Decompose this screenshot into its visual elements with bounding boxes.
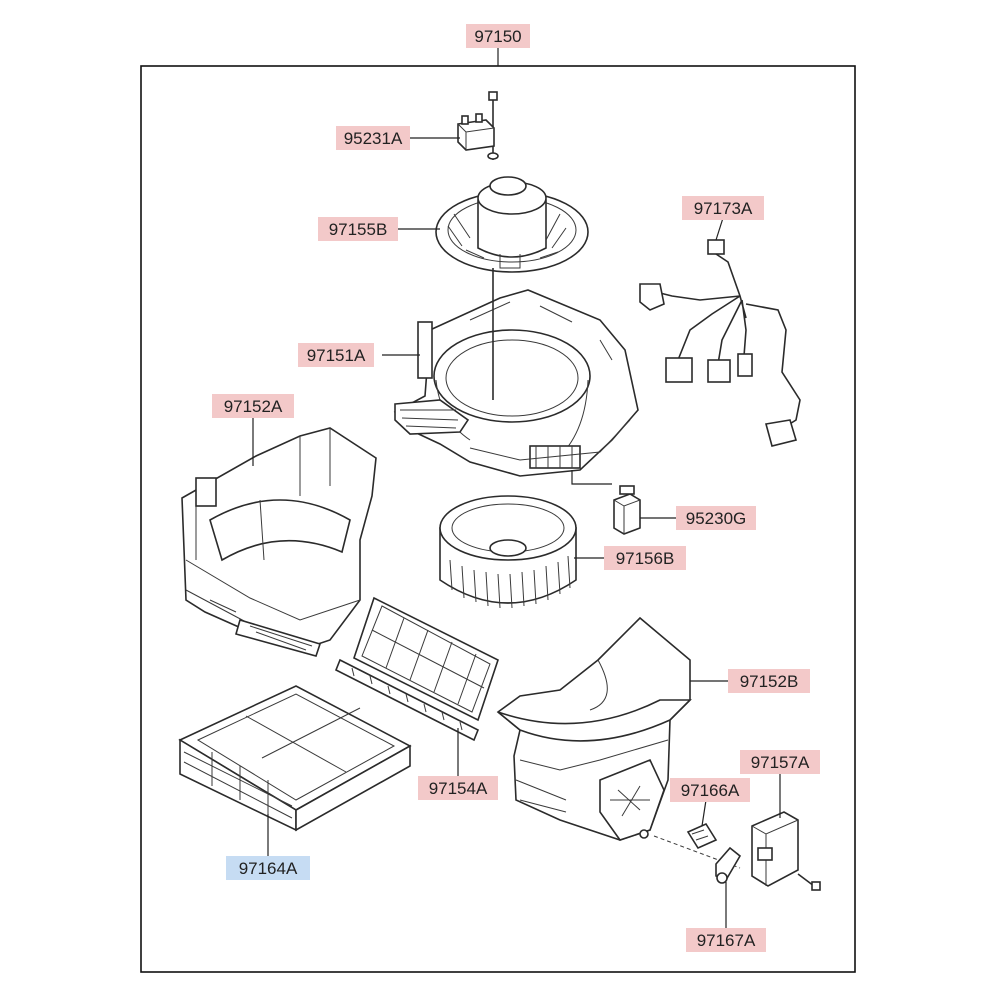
label-97166A[interactable]: 97166A	[670, 778, 750, 802]
label-97157A[interactable]: 97157A	[740, 750, 820, 774]
resistor-95231A-drawing	[457, 91, 499, 160]
label-97164A-text: 97164A	[239, 859, 298, 878]
label-97152A[interactable]: 97152A	[212, 394, 294, 418]
lever-97167A-drawing	[715, 846, 742, 884]
intake-housing-97152A-drawing	[181, 427, 377, 657]
label-97167A[interactable]: 97167A	[686, 928, 766, 952]
label-97156B[interactable]: 97156B	[604, 546, 686, 570]
label-95230G-text: 95230G	[686, 509, 747, 528]
label-97167A-text: 97167A	[697, 931, 756, 950]
wiring-harness-97173A-drawing	[639, 239, 801, 447]
fan-97156B-drawing	[439, 495, 577, 609]
label-97151A-text: 97151A	[307, 346, 366, 365]
label-97173A[interactable]: 97173A	[682, 196, 764, 220]
label-95231A[interactable]: 95231A	[336, 126, 410, 150]
relay-95230G-drawing	[571, 470, 641, 535]
actuator-97157A-drawing	[751, 811, 821, 891]
label-97166A-text: 97166A	[681, 781, 740, 800]
label-97155B[interactable]: 97155B	[318, 217, 398, 241]
label-97154A-text: 97154A	[429, 779, 488, 798]
blower-motor-97155B-drawing	[435, 176, 589, 273]
label-97150-text: 97150	[474, 27, 521, 46]
label-97152B[interactable]: 97152B	[728, 669, 810, 693]
actuator-link-97166A-drawing	[653, 822, 741, 869]
label-97157A-text: 97157A	[751, 753, 810, 772]
label-97156B-text: 97156B	[616, 549, 675, 568]
label-95231A-text: 95231A	[344, 129, 403, 148]
label-97152B-text: 97152B	[740, 672, 799, 691]
label-97155B-text: 97155B	[329, 220, 388, 239]
label-97150[interactable]: 97150	[466, 24, 530, 48]
label-97154A[interactable]: 97154A	[418, 776, 498, 800]
filter-door-97154A-drawing	[334, 596, 499, 742]
label-97152A-text: 97152A	[224, 397, 283, 416]
lower-housing-97152B-drawing	[496, 616, 692, 841]
label-97164A[interactable]: 97164A	[226, 856, 310, 880]
cabin-filter-97164A-drawing	[178, 685, 412, 832]
label-95230G[interactable]: 95230G	[676, 506, 756, 530]
label-97173A-text: 97173A	[694, 199, 753, 218]
label-97151A[interactable]: 97151A	[298, 343, 374, 367]
upper-case-97151A-drawing	[393, 268, 639, 477]
